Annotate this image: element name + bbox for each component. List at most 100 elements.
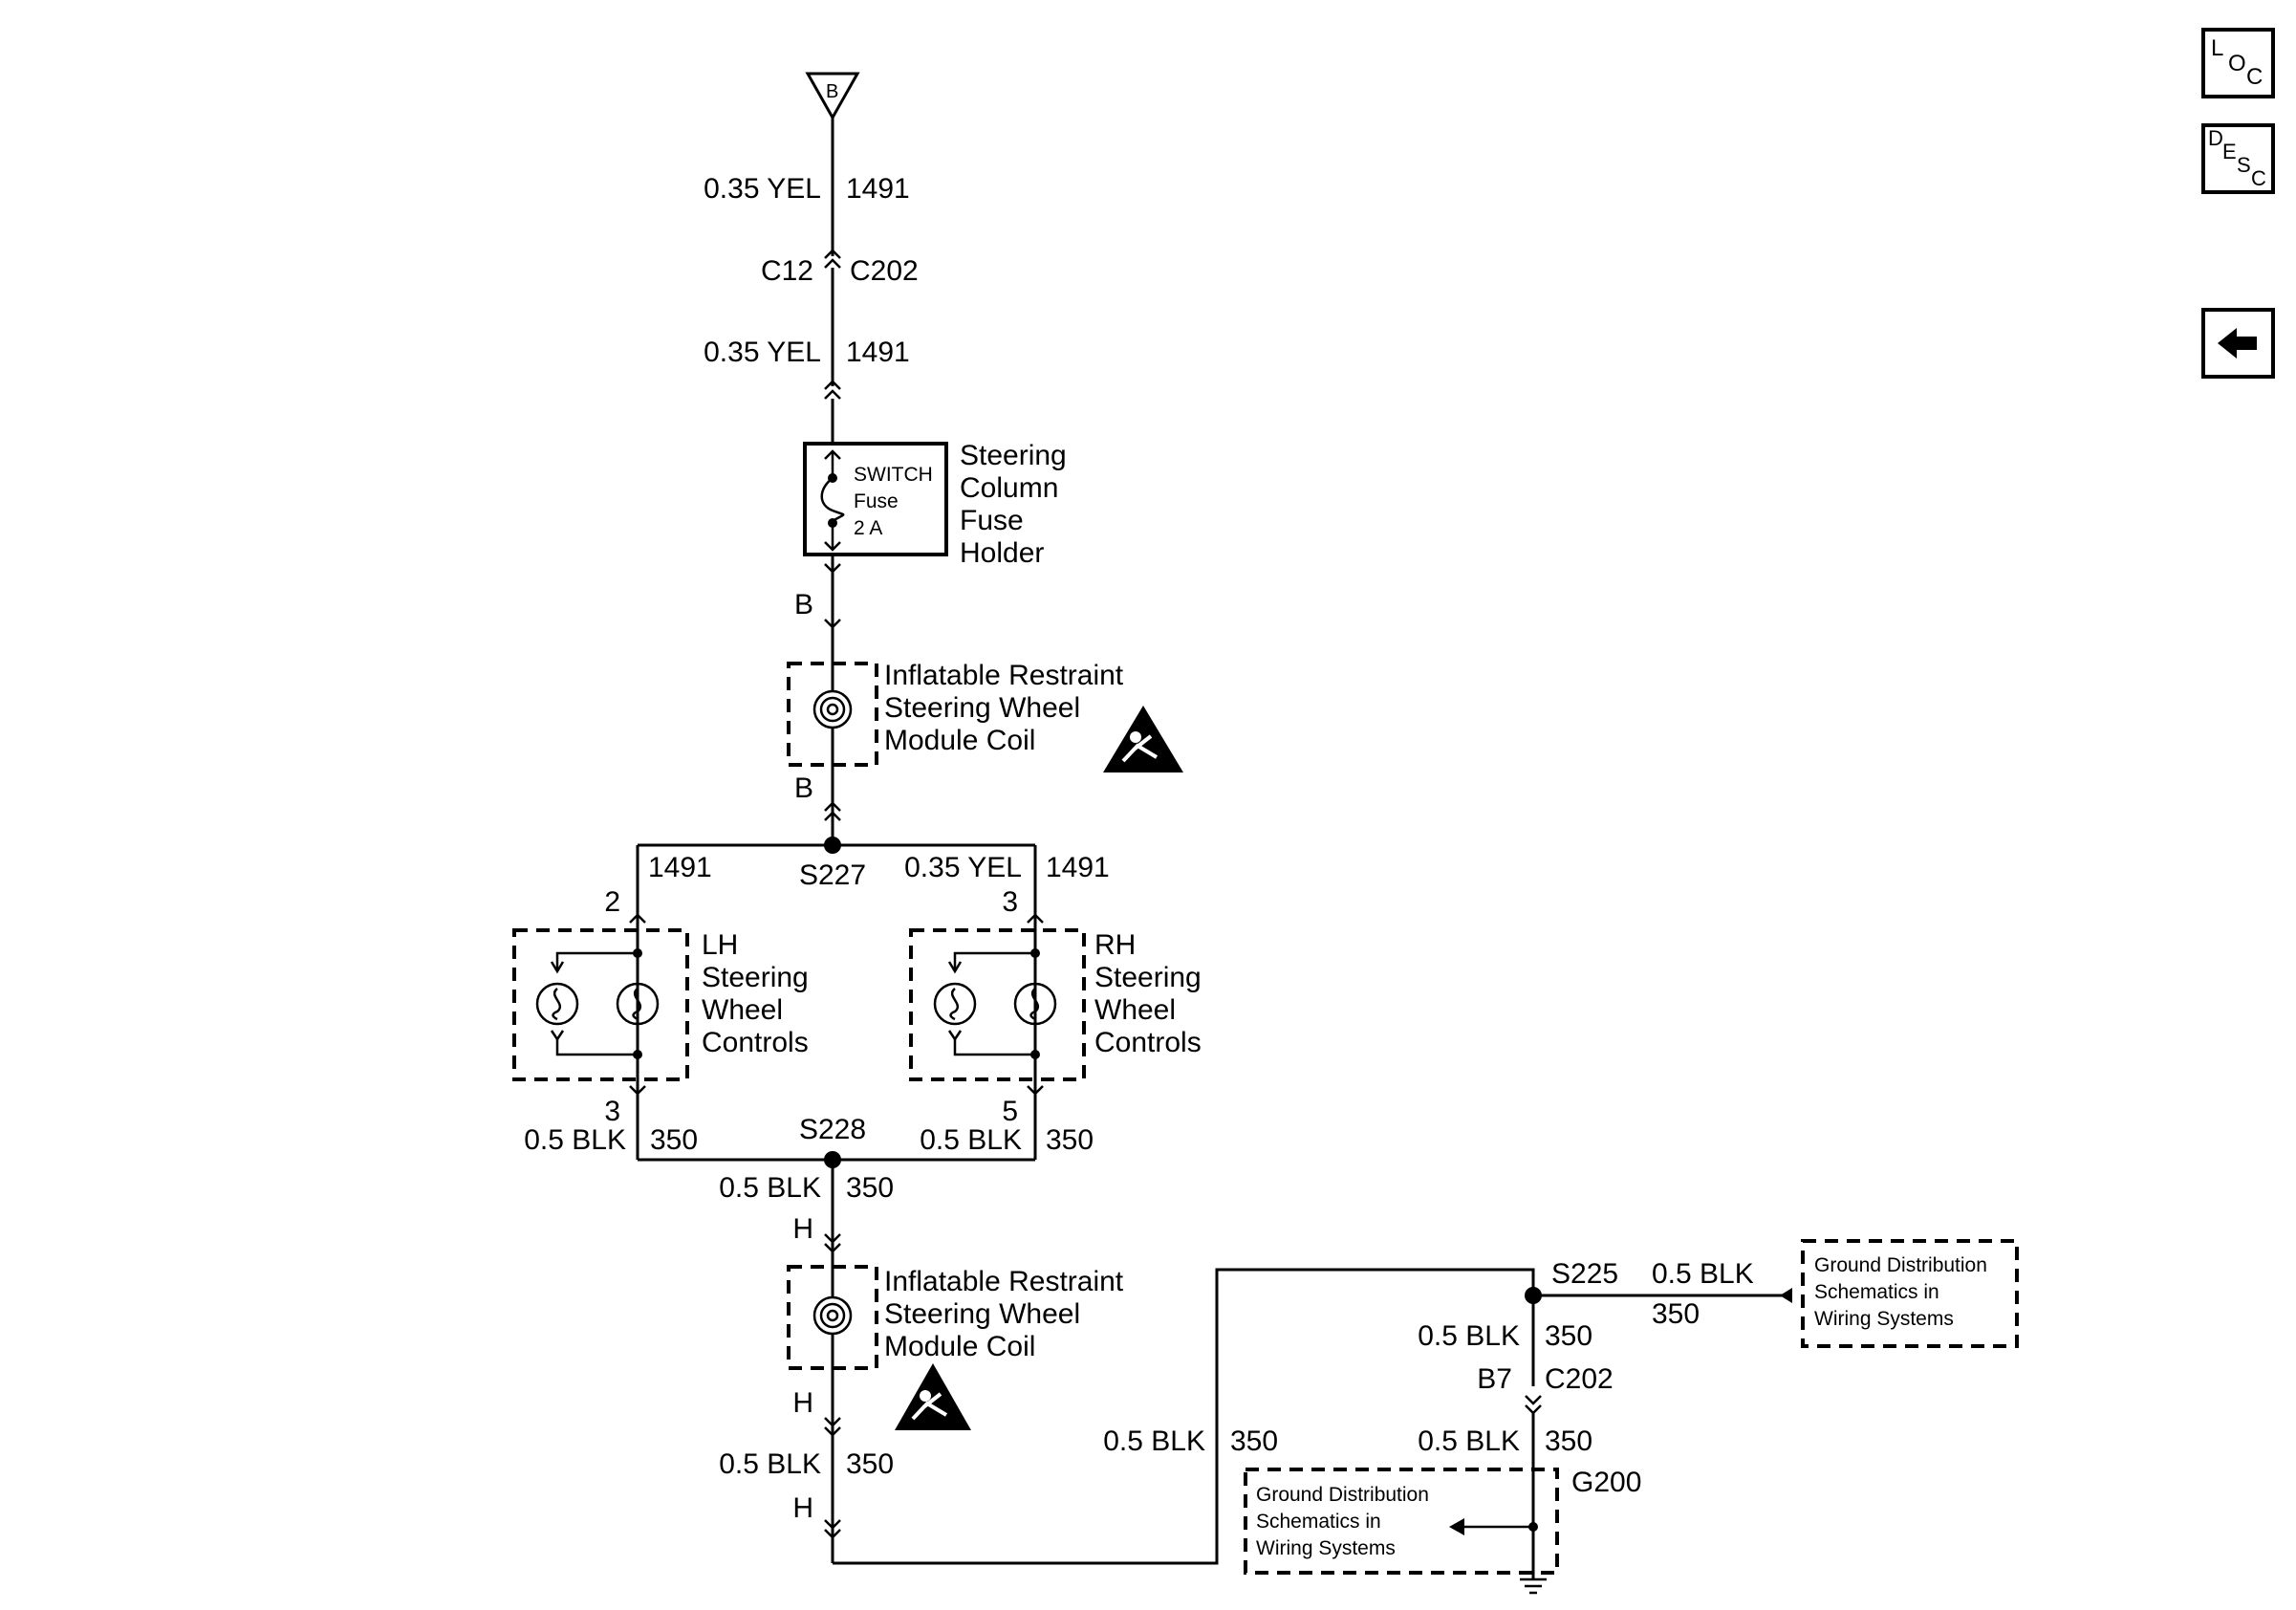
s227-label: S227: [799, 859, 866, 891]
loc-button-letter-c: C: [2246, 64, 2263, 90]
airbag-warning-icon: [895, 1363, 971, 1430]
g-right-color: 0.5 BLK: [1652, 1258, 1754, 1290]
fuse-to-coil-wire: [824, 555, 841, 664]
fuse-holder-label-1: Steering: [960, 440, 1067, 471]
desc-button-letter-e: E: [2222, 140, 2237, 163]
wire2-circuit: 1491: [846, 337, 910, 368]
rh-branch-color: 0.35 YEL: [904, 852, 1022, 883]
lh-controls-label-1: LH: [702, 929, 738, 961]
rh-out-color: 0.5 BLK: [920, 1124, 1022, 1156]
rh-pin-out: 5: [1002, 1096, 1018, 1127]
lower-coil-label-3: Module Coil: [884, 1331, 1035, 1362]
coil2-pin-out: H: [792, 1387, 813, 1419]
upper-coil-label-3: Module Coil: [884, 725, 1035, 756]
coil-to-s227-wire: [824, 765, 841, 845]
lower-coil-label-2: Steering Wheel: [884, 1298, 1080, 1330]
lh-out-color: 0.5 BLK: [524, 1124, 626, 1156]
desc-button-letter-c: C: [2251, 166, 2266, 190]
lh-out-circuit: 350: [650, 1124, 698, 1156]
gnd-lower-line3: Wiring Systems: [1256, 1537, 1396, 1559]
arrow-left-icon: [2218, 328, 2257, 359]
g-right-circuit: 350: [1652, 1298, 1700, 1330]
gnd-right-line2: Schematics in: [1814, 1281, 1939, 1303]
main-feed-wire: [824, 118, 841, 444]
rh-steering-controls: [909, 913, 1086, 1096]
top-connector-letter: B: [826, 81, 838, 102]
desc-button-letter-d: D: [2208, 126, 2223, 150]
gnd-lower-line1: Ground Distribution: [1256, 1484, 1429, 1506]
lh-pin-in: 2: [604, 886, 620, 918]
rh-switch-right-icon: [1013, 982, 1057, 1026]
g-low-circuit: 350: [1545, 1425, 1592, 1457]
ground-distribution-ref-right[interactable]: Ground Distribution Schematics in Wiring…: [1801, 1239, 2019, 1348]
g-vert-color: 0.5 BLK: [1418, 1320, 1520, 1352]
fuse-out-pin: B: [794, 589, 813, 620]
g-loop-circuit: 350: [1230, 1425, 1278, 1457]
lower-coil-module: [787, 1265, 878, 1370]
coil1-out-pin: B: [794, 772, 813, 804]
loc-button[interactable]: L O C: [2201, 28, 2275, 98]
desc-button-letter-s: S: [2237, 153, 2251, 177]
s225-splice: [1449, 1287, 1792, 1579]
fuse-holder-label-4: Holder: [960, 537, 1044, 569]
wire3-circuit: 350: [846, 1172, 894, 1204]
s225-label: S225: [1551, 1258, 1618, 1290]
rh-pin-in: 3: [1002, 886, 1018, 918]
g-low-color: 0.5 BLK: [1418, 1425, 1520, 1457]
s228-splice: [636, 1092, 1037, 1168]
upper-coil-module: [787, 662, 878, 767]
lh-controls-label-4: Controls: [702, 1027, 809, 1058]
airbag-warning-icon: [1103, 706, 1183, 772]
loc-button-letter-l: L: [2211, 35, 2223, 61]
b7-connector: C202: [1545, 1363, 1614, 1395]
g200-label: G200: [1571, 1467, 1641, 1498]
rh-switch-left-icon: [933, 982, 977, 1026]
lh-controls-label-2: Steering: [702, 962, 809, 993]
s227-splice: [636, 837, 1037, 923]
coil2-pin-in: H: [792, 1213, 813, 1245]
gnd-right-line3: Wiring Systems: [1814, 1308, 1954, 1330]
loc-button-letter-o: O: [2228, 51, 2246, 76]
conn1-name: C202: [850, 255, 919, 287]
fuse-holder-label-2: Column: [960, 472, 1058, 504]
b7-pin: B7: [1477, 1363, 1512, 1395]
rh-controls-label-4: Controls: [1094, 1027, 1202, 1058]
conn1-pin: C12: [761, 255, 813, 287]
wire4-color: 0.5 BLK: [719, 1448, 821, 1480]
ground-symbol-icon: [1520, 1577, 1547, 1595]
s228-to-coil-wire: [824, 1160, 841, 1267]
lh-switch-right-icon: [616, 982, 660, 1026]
top-connector: B: [805, 72, 860, 121]
s228-label: S228: [799, 1114, 866, 1145]
fuse-holder-label-3: Fuse: [960, 505, 1024, 536]
ground-distribution-ref-lower[interactable]: Ground Distribution Schematics in Wiring…: [1256, 1484, 1429, 1559]
lh-branch-circuit: 1491: [648, 852, 712, 883]
gnd-lower-line2: Schematics in: [1256, 1511, 1381, 1533]
clockspring-coil-icon: [812, 689, 853, 729]
gnd-right-line1: Ground Distribution: [1814, 1254, 1987, 1276]
fuse-holder: SWITCH Fuse 2 A: [803, 442, 948, 556]
wire1-circuit: 1491: [846, 173, 910, 205]
fuse-inner-line1: SWITCH: [854, 464, 933, 486]
rh-controls-label-1: RH: [1094, 929, 1136, 961]
lh-switch-left-icon: [535, 982, 579, 1026]
coil2-bottom-pin: H: [792, 1492, 813, 1524]
wire3-color: 0.5 BLK: [719, 1172, 821, 1204]
back-button[interactable]: [2201, 308, 2275, 379]
wire4-circuit: 350: [846, 1448, 894, 1480]
upper-coil-label-2: Steering Wheel: [884, 692, 1080, 724]
g-loop-color: 0.5 BLK: [1103, 1425, 1205, 1457]
rh-out-circuit: 350: [1046, 1124, 1094, 1156]
rh-controls-label-2: Steering: [1094, 962, 1202, 993]
desc-button[interactable]: D E S C: [2201, 123, 2275, 194]
fuse-icon: [820, 449, 845, 552]
upper-coil-label-1: Inflatable Restraint: [884, 660, 1124, 691]
wire2-color: 0.35 YEL: [704, 337, 821, 368]
clockspring-coil-icon: [812, 1295, 853, 1336]
lh-steering-controls: [512, 913, 689, 1096]
coil-to-ground-wire: [824, 1268, 1535, 1565]
lower-coil-label-1: Inflatable Restraint: [884, 1266, 1124, 1297]
rh-controls-label-3: Wheel: [1094, 994, 1176, 1026]
fuse-inner-line2: Fuse: [854, 490, 899, 512]
